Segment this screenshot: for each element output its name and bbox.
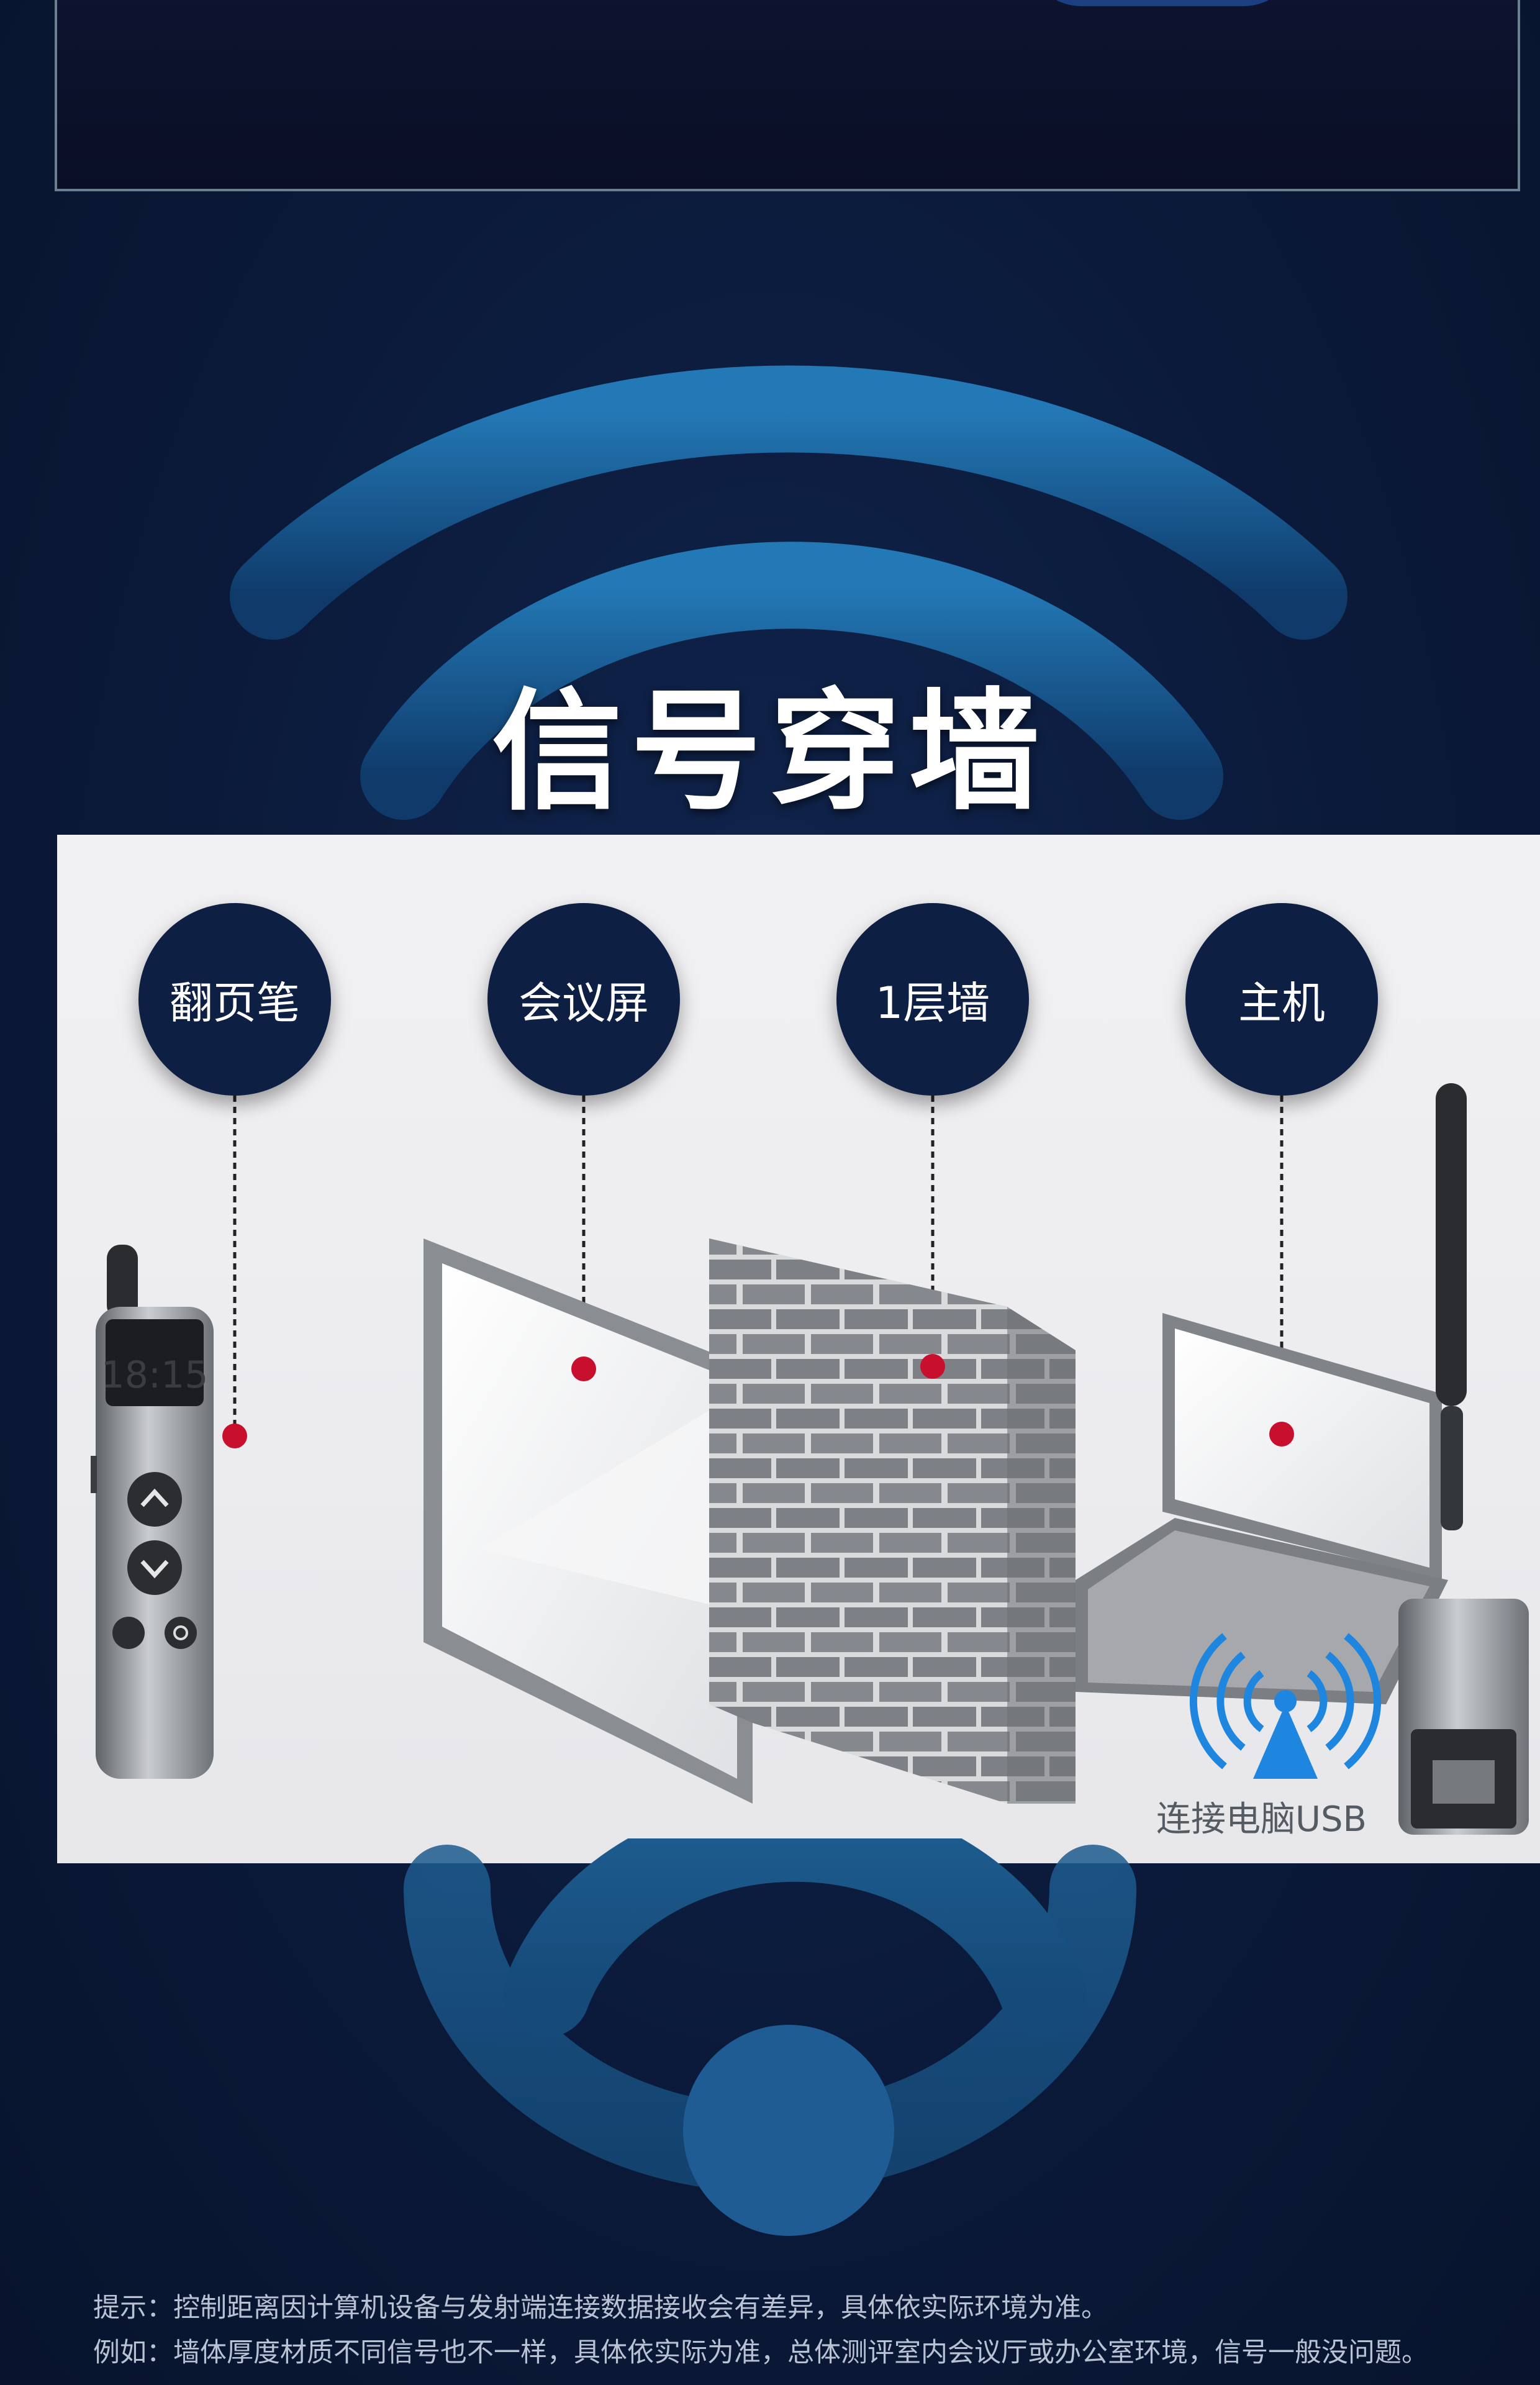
chevron-up-icon bbox=[127, 1472, 182, 1527]
record-icon bbox=[165, 1617, 197, 1649]
screen-frame bbox=[424, 1238, 753, 1804]
presenter-device: 18:15 bbox=[91, 1245, 214, 1779]
device-clock: 18:15 bbox=[101, 1353, 209, 1397]
marker-screen bbox=[571, 1356, 596, 1381]
callout-host: 主机 bbox=[1185, 903, 1378, 1096]
callout-screen: 会议屏 bbox=[487, 903, 680, 1096]
marker-presenter bbox=[222, 1424, 247, 1448]
top-image-panel bbox=[55, 0, 1520, 191]
page-title: 信号穿墙 bbox=[491, 676, 1048, 828]
marker-host bbox=[1269, 1422, 1294, 1447]
wifi-arc-inner-bottom bbox=[503, 1838, 1087, 2037]
signal-scene: 18:15 bbox=[57, 835, 1540, 1863]
laptop bbox=[1076, 1313, 1448, 1704]
brick-wall bbox=[709, 1238, 1076, 1804]
callout-wall: 1层墙 bbox=[836, 903, 1029, 1096]
laser-icon bbox=[112, 1617, 145, 1649]
footnote-tip: 提示：控制距离因计算机设备与发射端连接数据接收会有差异，具体依实际环境为准。 bbox=[93, 2292, 1108, 2324]
wifi-signal-icon bbox=[230, 365, 1348, 820]
callout-presenter: 翻页笔 bbox=[138, 903, 331, 1096]
usb-receiver bbox=[1398, 1083, 1529, 1835]
wifi-dot-bottom bbox=[683, 2025, 894, 2236]
footnotes: 提示：控制距离因计算机设备与发射端连接数据接收会有差异，具体依实际环境为准。 例… bbox=[93, 2286, 1428, 2375]
wifi-arc-outer bbox=[230, 365, 1348, 640]
footnote-example: 例如：墙体厚度材质不同信号也不一样，具体依实际为准，总体测评室内会议厅或办公室环… bbox=[93, 2337, 1428, 2368]
marker-wall bbox=[920, 1354, 945, 1379]
wifi-arc-middle bbox=[360, 542, 1223, 820]
wifi-signal-bottom-icon bbox=[404, 1838, 1136, 2236]
antenna-icon bbox=[1189, 1633, 1382, 1779]
chevron-down-icon bbox=[127, 1540, 182, 1595]
usb-label: 连接电脑USB bbox=[1156, 1799, 1367, 1840]
scene-illustration: 18:15 bbox=[91, 1083, 1529, 1835]
